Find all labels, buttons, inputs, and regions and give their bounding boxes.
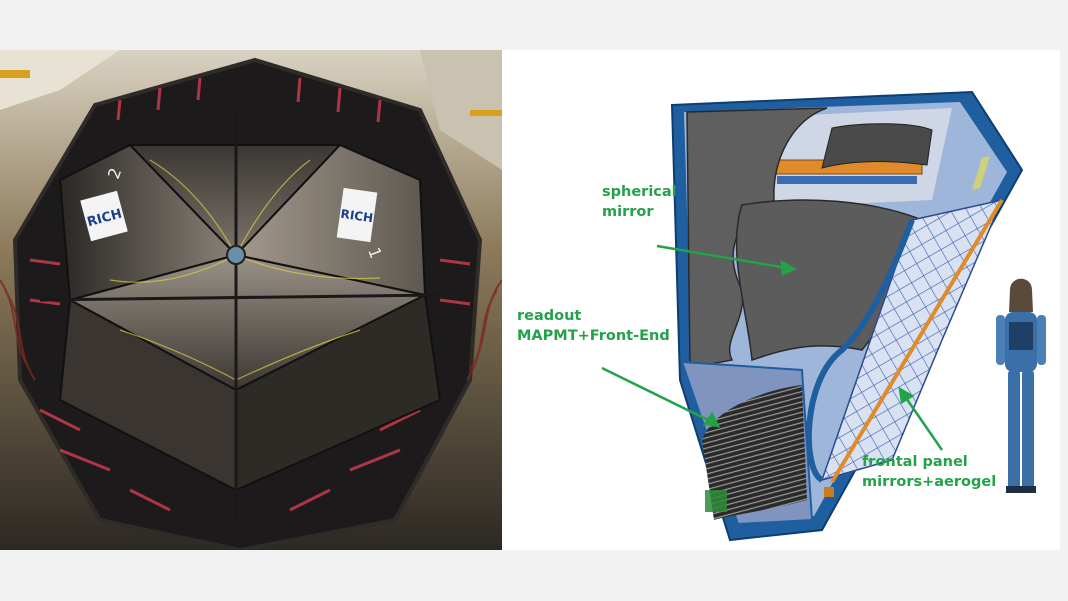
detector-photo-illustration: RICH 2 RICH 1 — [0, 50, 502, 550]
human-scale-figure — [996, 278, 1046, 493]
spherical-mirror-label: spherical mirror — [602, 184, 677, 220]
cad-illustration — [601, 90, 1046, 542]
rich-label-1: RICH 1 — [336, 187, 386, 261]
cad-cutaway-drawing: spherical mirror readout MAPMT+Front-End… — [502, 50, 1060, 550]
readout-label: readout MAPMT+Front-End — [517, 308, 670, 344]
frontal-panel-label: frontal panel mirrors+aerogel — [862, 454, 997, 490]
rich-logo-right: RICH — [340, 207, 374, 225]
detector-photo: RICH 2 RICH 1 — [0, 50, 502, 550]
